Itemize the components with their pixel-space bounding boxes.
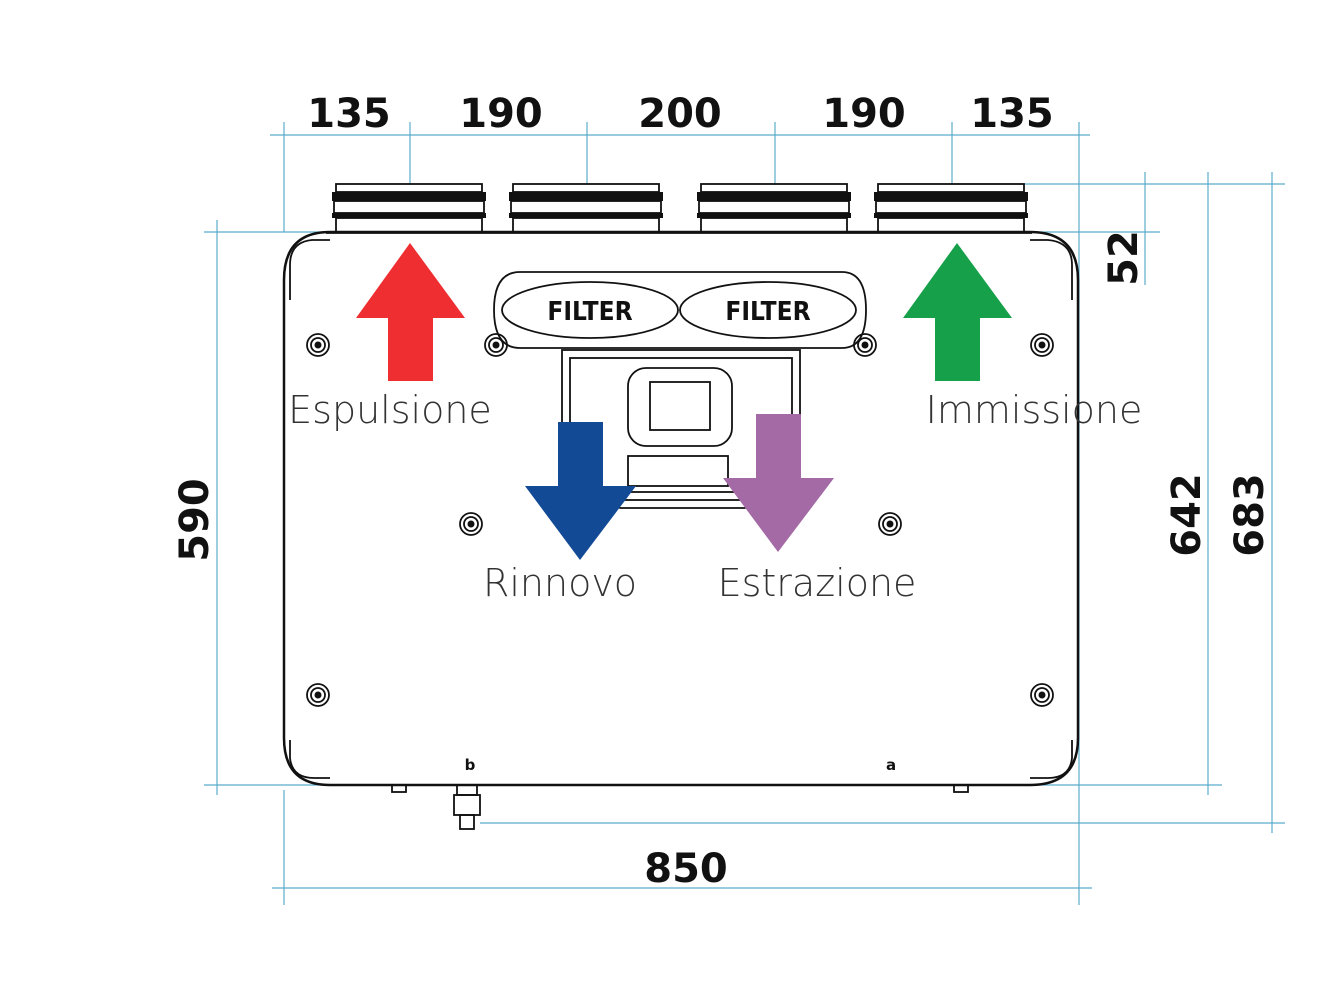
dim-top-5: 135: [970, 91, 1054, 137]
dim-right-height-1: 642: [1164, 473, 1210, 557]
estrazione-label: Estrazione: [718, 561, 917, 605]
screws: [306, 333, 1054, 707]
rinnovo-arrow: [525, 422, 636, 560]
screw: [1030, 333, 1054, 357]
filter-housing: FILTER FILTER: [493, 271, 867, 349]
dim-right-height-2: 683: [1227, 473, 1273, 557]
filter-label-right: FILTER: [725, 297, 810, 327]
dim-top-3: 200: [638, 91, 722, 137]
screw: [306, 333, 330, 357]
flow-arrows: [356, 243, 1012, 560]
screw: [306, 683, 330, 707]
dim-top-4: 190: [822, 91, 906, 137]
dim-top-2: 190: [459, 91, 543, 137]
dimension-lines: [204, 122, 1285, 905]
espulsione-arrow: [356, 243, 465, 381]
spigot-4: [874, 183, 1028, 233]
immissione-arrow: [903, 243, 1012, 381]
estrazione-arrow: [723, 414, 834, 552]
spigot-2: [509, 183, 663, 233]
connection-label-a: a: [886, 756, 896, 774]
dim-left-height: 590: [172, 478, 218, 562]
immissione-label: Immissione: [926, 388, 1143, 432]
dim-top-1: 135: [307, 91, 391, 137]
screw: [878, 512, 902, 536]
screw: [459, 512, 483, 536]
condensate-drain: [453, 784, 481, 830]
screw: [1030, 683, 1054, 707]
espulsione-label: Espulsione: [288, 388, 492, 432]
screw: [484, 333, 508, 357]
spigot-1: [332, 183, 486, 233]
dim-spigot-height: 52: [1101, 230, 1147, 286]
filter-label-left: FILTER: [547, 297, 632, 327]
dim-width: 850: [644, 846, 728, 892]
connection-label-b: b: [465, 756, 476, 774]
rinnovo-label: Rinnovo: [483, 561, 637, 605]
screw: [853, 333, 877, 357]
spigot-3: [697, 183, 851, 233]
